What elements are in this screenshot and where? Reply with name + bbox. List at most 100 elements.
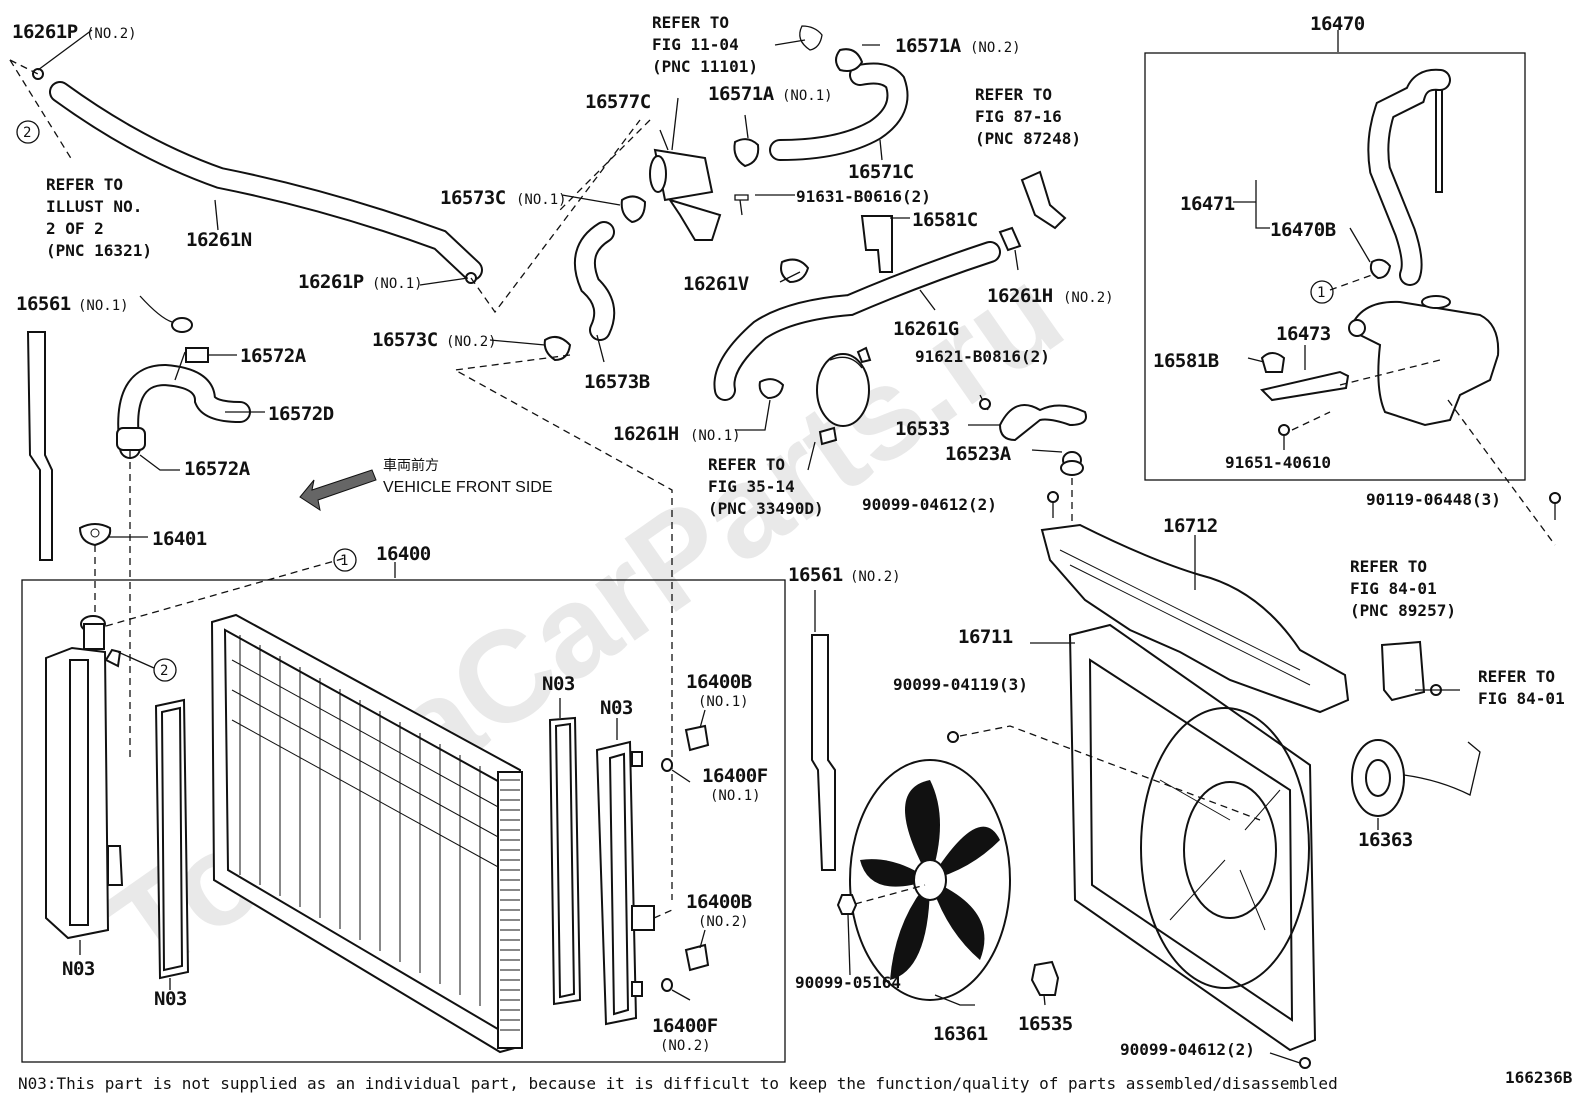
radiator-right-tank[interactable]	[595, 740, 655, 1026]
svg-text:2: 2	[23, 125, 31, 141]
hose-16572D[interactable]	[117, 363, 251, 459]
svg-text:FIG 84-01: FIG 84-01	[1478, 689, 1565, 708]
label-16401: 16401	[152, 528, 207, 550]
label-16711: 16711	[958, 626, 1013, 648]
svg-text:(NO.2): (NO.2)	[660, 1038, 711, 1054]
water-outlet-16577C[interactable]	[649, 148, 722, 241]
direction-jp: 車両前方	[383, 457, 439, 474]
fan-motor-16363[interactable]	[1351, 739, 1481, 817]
label-n03-left-seal: N03	[154, 988, 187, 1010]
svg-text:REFER TO: REFER TO	[1350, 557, 1427, 576]
label-90119-06448: 90119-06448(3)	[1366, 490, 1501, 509]
clamp-16261H-no2[interactable]	[998, 226, 1022, 252]
label-16572D: 16572D	[268, 403, 334, 425]
svg-text:(PNC 87248): (PNC 87248)	[975, 129, 1081, 148]
svg-text:(NO.1): (NO.1)	[710, 788, 761, 804]
gasket-16401[interactable]	[78, 523, 112, 547]
label-16261V: 16261V	[683, 273, 749, 295]
drain-plug-16400B-no1[interactable]	[684, 724, 710, 752]
svg-text:(NO.1): (NO.1)	[372, 276, 423, 292]
clamp-16261P-no2[interactable]	[32, 68, 44, 80]
reserve-tank-hose-16471[interactable]	[1367, 68, 1451, 286]
label-16571A-no1: 16571A	[708, 83, 775, 105]
clamp-16572A-lower[interactable]	[116, 427, 146, 451]
svg-text:REFER TO: REFER TO	[46, 175, 123, 194]
label-16261H-no1: 16261H	[613, 423, 679, 445]
figure-id: 166236B	[1505, 1068, 1573, 1087]
svg-text:(NO.1): (NO.1)	[78, 298, 129, 314]
shroud-16711[interactable]	[1068, 623, 1317, 1052]
bracket-16533[interactable]	[998, 404, 1087, 442]
label-16572A-upper: 16572A	[240, 345, 307, 367]
direction-en: VEHICLE FRONT SIDE	[383, 479, 553, 496]
bolt-91621-B0816[interactable]	[979, 398, 991, 410]
circle-ref-1-radiator: 1	[333, 548, 357, 572]
svg-text:1: 1	[340, 553, 348, 569]
fan-16361[interactable]	[849, 759, 1011, 1001]
cushion-16535[interactable]	[1030, 960, 1060, 996]
label-16470B: 16470B	[1270, 219, 1336, 241]
label-16400B-no2: 16400B	[686, 891, 752, 913]
label-16400B-no1: 16400B	[686, 671, 752, 693]
nut-90099-05164[interactable]	[836, 894, 858, 915]
svg-text:(NO.2): (NO.2)	[1063, 290, 1114, 306]
label-16533: 16533	[895, 418, 950, 440]
part-labels: 16261P (NO.2) 16261N 16261P (NO.1) REFER…	[12, 13, 1565, 1059]
clamp-16470B[interactable]	[1369, 258, 1392, 280]
label-16573B: 16573B	[584, 371, 650, 393]
radiator-core[interactable]	[210, 613, 524, 1054]
seal-16561-no2[interactable]	[811, 634, 836, 871]
bolt-91651-40610[interactable]	[1278, 424, 1290, 436]
footnote: N03:This part is not supplied as an indi…	[18, 1074, 1338, 1093]
label-n03-right-seal: N03	[542, 673, 575, 695]
label-91651-40610: 91651-40610	[1225, 453, 1331, 472]
svg-text:2 OF 2: 2 OF 2	[46, 219, 104, 238]
clamp-16571A-no2[interactable]	[835, 48, 864, 72]
svg-text:(NO.1): (NO.1)	[690, 428, 741, 444]
label-90099-04612-top: 90099-04612(2)	[862, 495, 997, 514]
bolt-90099-04612-bottom[interactable]	[1299, 1057, 1311, 1069]
hose-16261N[interactable]	[49, 81, 483, 281]
clip-16581C[interactable]	[860, 215, 893, 273]
svg-text:(PNC 11101): (PNC 11101)	[652, 57, 758, 76]
reserve-tank-body[interactable]	[1348, 295, 1500, 427]
label-91621-B0816: 91621-B0816(2)	[915, 347, 1050, 366]
hose-16571C[interactable]	[769, 62, 909, 161]
label-n03-right-tank: N03	[600, 697, 633, 719]
label-16400F-no1: 16400F	[702, 765, 768, 787]
label-16581B: 16581B	[1153, 350, 1219, 372]
clamp-16261H-no1[interactable]	[758, 378, 785, 400]
svg-text:REFER TO: REFER TO	[652, 13, 729, 32]
svg-text:(NO.1): (NO.1)	[782, 88, 833, 104]
svg-text:1: 1	[1317, 285, 1325, 301]
svg-text:REFER TO: REFER TO	[708, 455, 785, 474]
radiator-left-tank[interactable]	[45, 615, 124, 940]
leader-lines	[37, 29, 1460, 1064]
clamp-16571A-no1[interactable]	[733, 138, 760, 168]
label-90099-04119: 90099-04119(3)	[893, 675, 1028, 694]
svg-text:(NO.2): (NO.2)	[850, 569, 901, 585]
clip-16581B[interactable]	[1260, 352, 1286, 373]
svg-text:FIG 87-16: FIG 87-16	[975, 107, 1062, 126]
label-16581C: 16581C	[912, 209, 978, 231]
o-ring-16400F-no2[interactable]	[661, 978, 673, 992]
clamp-16572A-upper[interactable]	[185, 347, 209, 363]
seal-16561-no1[interactable]	[26, 331, 53, 561]
clamp-16573C-no1[interactable]	[620, 195, 647, 224]
label-16535: 16535	[1018, 1013, 1073, 1035]
hose-16573B[interactable]	[573, 221, 616, 341]
bolt-90099-04612-top[interactable]	[1047, 491, 1059, 503]
label-90099-05164: 90099-05164	[795, 973, 901, 992]
hose-16261G[interactable]	[713, 241, 1001, 401]
label-16470: 16470	[1310, 13, 1365, 35]
bolt-90119-06448[interactable]	[1549, 492, 1561, 504]
label-16473: 16473	[1276, 323, 1331, 345]
cushion-16523A[interactable]	[1060, 451, 1084, 476]
o-ring-16400F-no1[interactable]	[661, 758, 673, 772]
bracket-16473[interactable]	[1260, 370, 1350, 402]
drain-plug-16400B-no2[interactable]	[684, 943, 710, 972]
screw-90099-04119[interactable]	[947, 731, 959, 743]
label-16400F-no2: 16400F	[652, 1015, 718, 1037]
clamp-16261V[interactable]	[780, 258, 810, 284]
